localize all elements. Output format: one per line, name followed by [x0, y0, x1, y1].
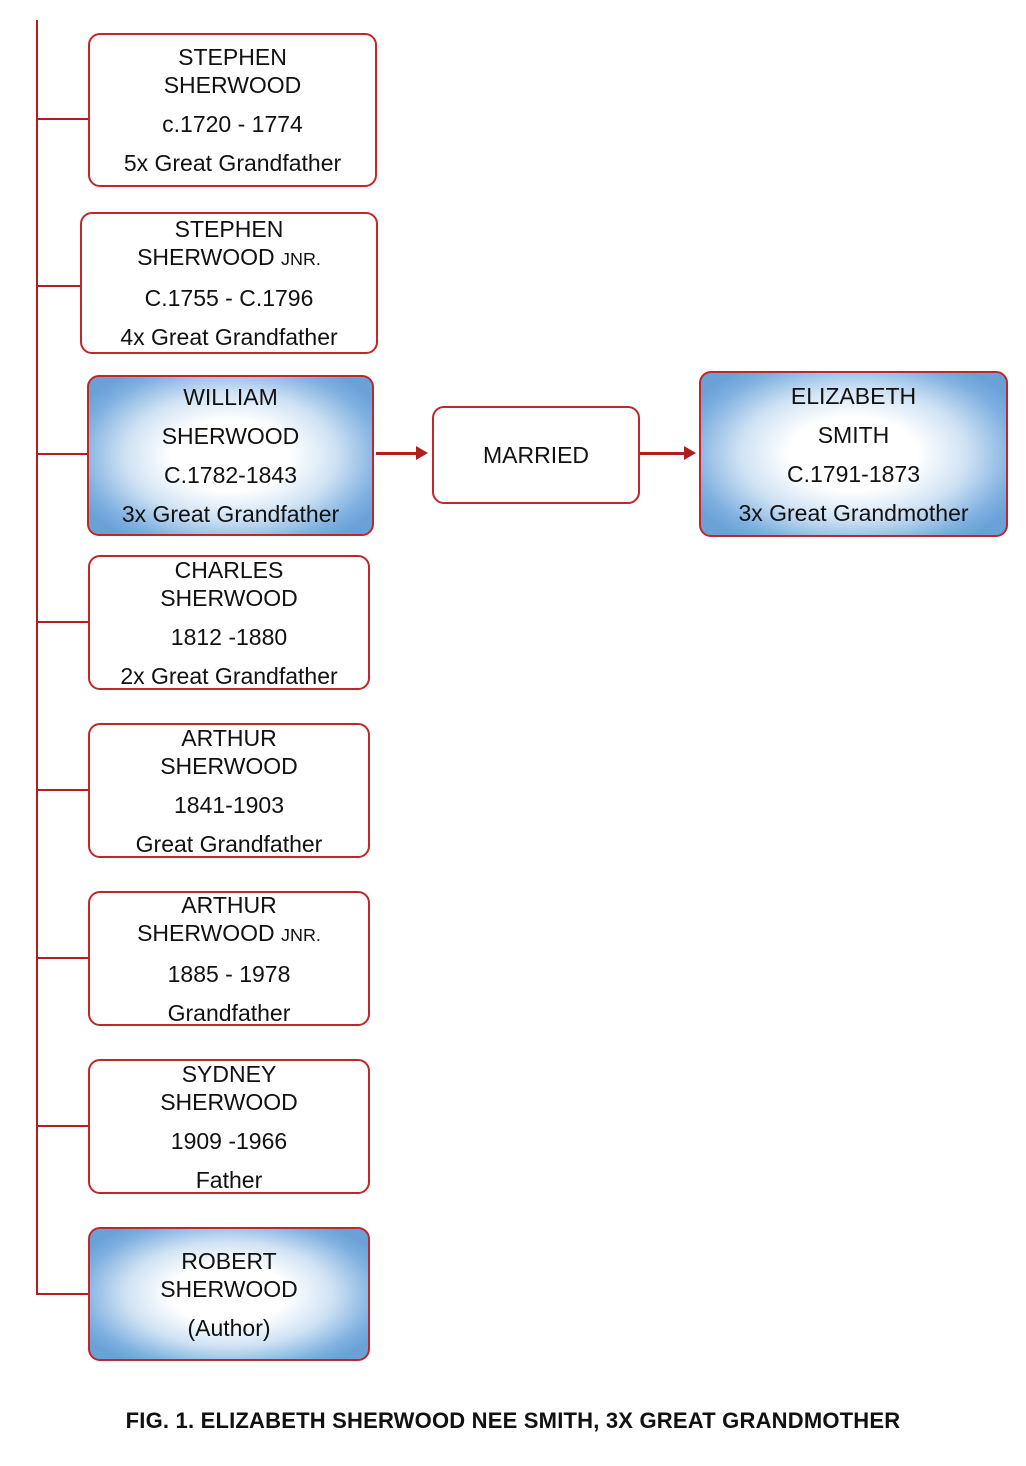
person-relation: 2x Great Grandfather	[120, 662, 338, 689]
person-relation: Father	[195, 1166, 263, 1193]
person-box-william: WILLIAM SHERWOOD C.1782-1843 3x Great Gr…	[87, 375, 374, 536]
connector	[36, 957, 88, 959]
spouse-name-last: SMITH	[817, 421, 890, 448]
person-box-stephen-jnr: STEPHEN SHERWOOD JNR. C.1755 - C.1796 4x…	[80, 212, 378, 354]
person-name-last: SHERWOOD	[160, 1088, 298, 1115]
married-box: MARRIED	[432, 406, 640, 504]
connector	[36, 789, 88, 791]
person-name-last: SHERWOOD	[137, 244, 275, 270]
figure-caption: FIG. 1. ELIZABETH SHERWOOD NEE SMITH, 3X…	[125, 1408, 901, 1433]
arrow-line	[640, 452, 686, 455]
lineage-spine	[36, 20, 38, 1295]
person-name-last: SHERWOOD	[160, 584, 298, 611]
person-note: (Author)	[187, 1314, 271, 1341]
person-name-first: ARTHUR	[181, 724, 277, 751]
person-relation: 5x Great Grandfather	[123, 150, 342, 176]
person-relation: 3x Great Grandfather	[121, 501, 340, 527]
person-dates: 1885 - 1978	[167, 960, 291, 987]
arrow-head	[416, 446, 428, 460]
person-suffix: JNR.	[281, 924, 321, 945]
person-dates: 1841-1903	[174, 791, 284, 818]
person-name-first: SYDNEY	[181, 1060, 277, 1087]
person-name-first: CHARLES	[174, 556, 284, 583]
person-name-first: WILLIAM	[183, 384, 278, 410]
person-name-last: SHERWOOD	[160, 752, 298, 779]
spouse-box-elizabeth: ELIZABETH SMITH C.1791-1873 3x Great Gra…	[699, 371, 1008, 537]
person-box-stephen: STEPHEN SHERWOOD c.1720 - 1774 5x Great …	[88, 33, 377, 187]
person-relation: Great Grandfather	[135, 830, 323, 857]
person-relation: 4x Great Grandfather	[120, 324, 338, 350]
spouse-dates: C.1791-1873	[787, 460, 920, 487]
person-name-last: SHERWOOD	[137, 919, 275, 946]
arrow-head	[684, 446, 696, 460]
spouse-name-first: ELIZABETH	[790, 382, 917, 409]
person-dates: c.1720 - 1774	[162, 111, 303, 137]
connector	[36, 1293, 88, 1295]
person-box-charles: CHARLES SHERWOOD 1812 -1880 2x Great Gra…	[88, 555, 370, 690]
person-name-last: SHERWOOD	[161, 423, 300, 449]
person-suffix: JNR.	[281, 249, 321, 269]
person-dates: C.1755 - C.1796	[144, 285, 314, 311]
person-dates: 1812 -1880	[170, 623, 288, 650]
person-name-first: ROBERT	[181, 1247, 277, 1274]
connector	[36, 621, 88, 623]
person-relation: Grandfather	[167, 999, 291, 1026]
person-name-last: SHERWOOD	[163, 72, 302, 98]
person-name-first: STEPHEN	[178, 44, 287, 70]
person-box-robert: ROBERT SHERWOOD (Author)	[88, 1227, 370, 1361]
person-dates: C.1782-1843	[164, 462, 297, 488]
connector	[36, 118, 88, 120]
connector	[36, 453, 88, 455]
married-label: MARRIED	[482, 442, 590, 468]
person-name-last: SHERWOOD	[160, 1275, 298, 1302]
arrow-line	[376, 452, 418, 455]
spouse-relation: 3x Great Grandmother	[738, 499, 969, 526]
person-box-arthur: ARTHUR SHERWOOD 1841-1903 Great Grandfat…	[88, 723, 370, 858]
person-name-first: ARTHUR	[181, 891, 277, 918]
person-dates: 1909 -1966	[170, 1127, 288, 1154]
person-box-sydney: SYDNEY SHERWOOD 1909 -1966 Father	[88, 1059, 370, 1194]
person-box-arthur-jnr: ARTHUR SHERWOOD JNR. 1885 - 1978 Grandfa…	[88, 891, 370, 1026]
connector	[36, 285, 80, 287]
person-name-first: STEPHEN	[174, 216, 284, 242]
connector	[36, 1125, 88, 1127]
